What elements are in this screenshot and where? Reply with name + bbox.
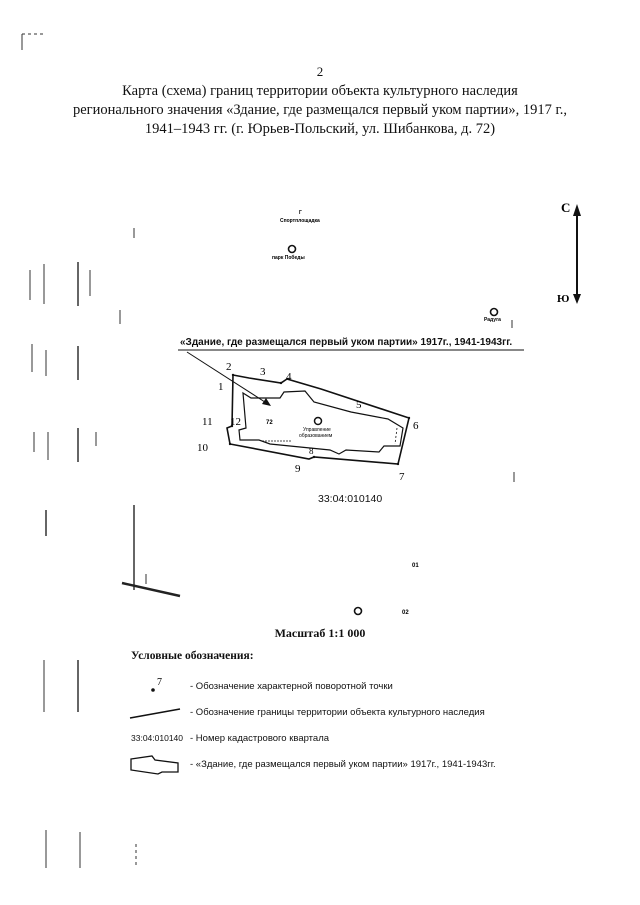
territory-boundary <box>226 374 410 465</box>
point-label-9: 9 <box>295 463 301 475</box>
compass-arrow <box>573 204 581 304</box>
map-title: Карта (схема) границ территории объекта … <box>70 82 570 139</box>
legend-title: Условные обозначения: <box>131 650 254 662</box>
scale-label: Масштаб 1:1 000 <box>274 626 366 640</box>
scan-artifacts <box>21 33 515 868</box>
sport-mark-label: Г <box>299 210 302 216</box>
legend-item-point-text: - Обозначение характерной поворотной точ… <box>190 681 393 692</box>
point-label-12: 12 <box>230 416 241 428</box>
marker-02-icon <box>353 606 363 616</box>
upravlenie-label-1: Управление <box>303 427 331 433</box>
house-number-label: 72 <box>266 420 273 426</box>
cadastral-number-label: 33:04:010140 <box>318 493 383 505</box>
small-label-01: 01 <box>412 563 419 569</box>
point-label-2: 2 <box>226 361 232 373</box>
object-callout-arrow <box>186 351 269 405</box>
park-label: парк Победы <box>272 254 305 261</box>
object-callout-arrowhead <box>262 398 271 406</box>
compass-north-label: С <box>561 200 570 215</box>
legend-item-building-text: - «Здание, где размещался первый уком па… <box>190 759 496 770</box>
point-label-1: 1 <box>218 381 224 393</box>
compass-south-label: Ю <box>557 293 569 305</box>
raduga-marker-icon <box>489 307 499 317</box>
point-label-3: 3 <box>260 366 266 378</box>
point-label-11: 11 <box>202 416 213 428</box>
park-marker-icon <box>287 244 297 254</box>
building-outline <box>238 390 404 455</box>
turning-point-dots <box>228 373 411 466</box>
point-label-8: 8 <box>309 446 314 456</box>
point-label-6: 6 <box>413 420 419 432</box>
page-number: 2 <box>316 64 324 79</box>
upravlenie-label-2: образованием <box>299 433 333 439</box>
scan-artifact-diagonal <box>121 581 181 598</box>
object-callout-label: «Здание, где размещался первый уком парт… <box>180 337 513 348</box>
title-line-1: Карта (схема) границ территории объекта … <box>122 83 518 99</box>
point-label-7: 7 <box>399 471 405 483</box>
legend-item-boundary-text: - Обозначение границы территории объекта… <box>190 707 485 718</box>
point-label-4: 4 <box>286 371 292 383</box>
legend-item-cadastral-sample: 33:04:010140 <box>131 733 183 743</box>
point-label-5: 5 <box>356 399 362 411</box>
title-line-2: регионального значения «Здание, где разм… <box>72 102 568 118</box>
small-label-02: 02 <box>402 610 409 616</box>
raduga-label: Радуга <box>484 317 501 323</box>
sport-label: Спортплощадка <box>280 218 320 224</box>
legend-point-sample: 7 <box>157 677 162 688</box>
legend-item-cadastral-text: - Номер кадастрового квартала <box>190 733 330 744</box>
legend-point-symbol <box>151 688 155 692</box>
point-label-10: 10 <box>197 442 209 454</box>
title-line-3: 1941–1943 гг. (г. Юрьев-Польский, ул. Ши… <box>144 121 496 137</box>
upravlenie-marker-icon <box>313 416 323 426</box>
legend-boundary-symbol <box>129 708 181 719</box>
legend-building-symbol <box>130 755 179 775</box>
